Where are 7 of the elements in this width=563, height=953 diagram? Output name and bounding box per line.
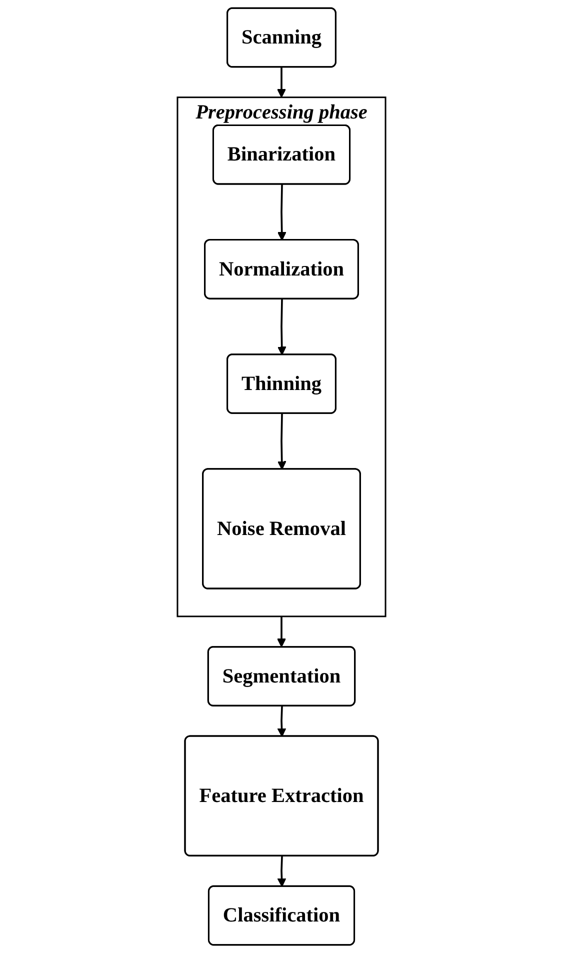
arrow <box>277 856 286 887</box>
arrow <box>277 706 286 737</box>
arrow <box>277 299 286 356</box>
arrow <box>277 66 286 98</box>
arrow <box>277 616 286 648</box>
arrow <box>277 414 286 470</box>
arrow <box>277 184 286 241</box>
